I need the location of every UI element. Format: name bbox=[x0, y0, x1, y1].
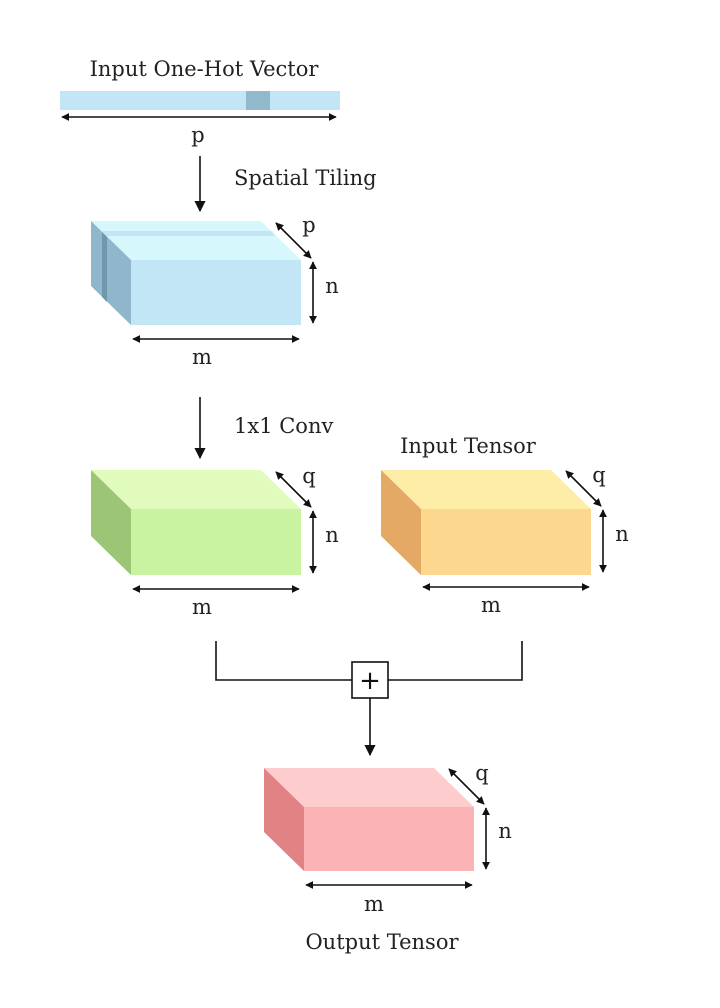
tiled-block-side bbox=[91, 221, 131, 325]
conv-depth-label: q bbox=[302, 464, 315, 488]
output-tensor-block bbox=[264, 768, 474, 871]
one-hot-vector bbox=[60, 91, 340, 110]
conv-block-side bbox=[91, 470, 131, 575]
conv-block-front bbox=[131, 509, 301, 575]
output-block-top bbox=[264, 768, 474, 807]
output-tensor-title: Output Tensor bbox=[305, 930, 459, 954]
input-tensor-block bbox=[381, 470, 591, 575]
tiled-height-label: n bbox=[325, 274, 339, 298]
conv-width-label: m bbox=[192, 595, 212, 619]
conv-tensor-block bbox=[91, 470, 301, 575]
tiled-block-slice-top bbox=[101, 231, 276, 236]
tiled-block-front bbox=[131, 260, 301, 325]
output-height-label: n bbox=[498, 819, 512, 843]
input-block-side bbox=[381, 470, 421, 575]
output-block-front bbox=[304, 807, 474, 871]
input-block-top bbox=[381, 470, 591, 509]
spatial-tiling-label: Spatial Tiling bbox=[234, 166, 377, 190]
conv-depth-arrow bbox=[275, 471, 312, 508]
input-depth-label: q bbox=[592, 463, 605, 487]
one-hot-active-cell bbox=[246, 91, 270, 110]
tiled-block-top bbox=[91, 221, 301, 260]
conv-block-top bbox=[91, 470, 301, 509]
merge-line-left bbox=[215, 641, 352, 681]
tiled-tensor-block bbox=[91, 221, 301, 325]
merge-line-right bbox=[388, 641, 523, 681]
tiled-depth-label: p bbox=[302, 213, 315, 237]
output-depth-arrow bbox=[448, 768, 485, 805]
vector-dimension-label: p bbox=[191, 123, 204, 147]
input-height-label: n bbox=[615, 522, 629, 546]
conv-label: 1x1 Conv bbox=[234, 414, 333, 438]
add-operator-symbol: + bbox=[359, 666, 381, 696]
input-block-front bbox=[421, 509, 591, 575]
input-vector-title: Input One-Hot Vector bbox=[90, 57, 320, 81]
output-width-label: m bbox=[364, 892, 384, 916]
input-width-label: m bbox=[481, 593, 501, 617]
tiled-width-label: m bbox=[192, 345, 212, 369]
input-depth-arrow bbox=[565, 470, 602, 507]
conv-height-label: n bbox=[325, 523, 339, 547]
output-depth-label: q bbox=[475, 761, 488, 785]
input-tensor-title: Input Tensor bbox=[400, 434, 537, 458]
tiled-block-slice-side bbox=[102, 232, 107, 302]
output-block-side bbox=[264, 768, 304, 871]
tiled-depth-arrow bbox=[275, 222, 312, 259]
